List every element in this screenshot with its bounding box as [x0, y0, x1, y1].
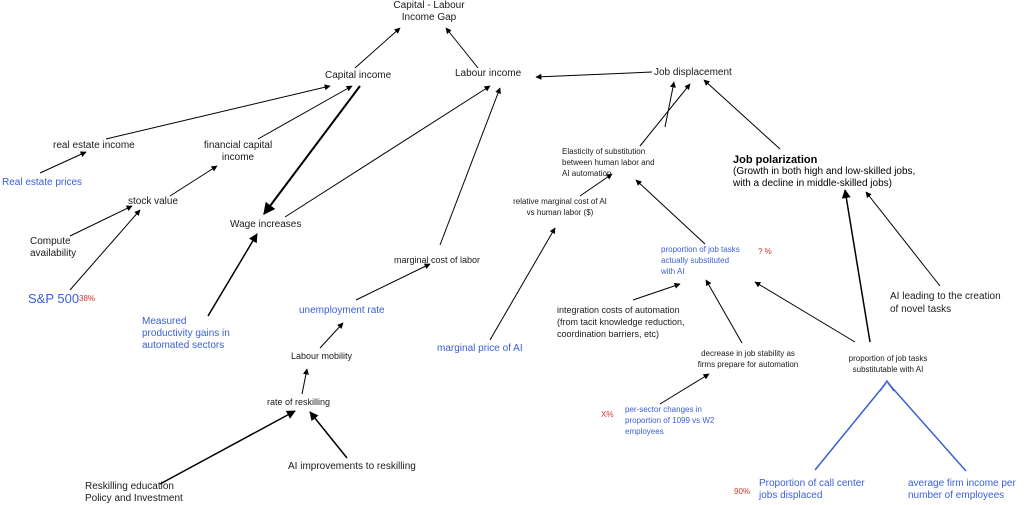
node-marginal-price-ai: marginal price of AI: [437, 343, 523, 354]
node-rate-reskilling: rate of reskilling: [267, 397, 331, 407]
edge-sp500-to-stock: [69, 209, 141, 291]
node-proportion-actually-substituted: proportion of job tasks actually substit…: [661, 245, 740, 276]
node-job-displacement: Job displacement: [654, 67, 732, 78]
node-proportion-substitutable: proportion of job tasks substitutable wi…: [848, 354, 928, 374]
node-ai-novel-tasks: AI leading to the creation of novel task…: [890, 291, 1001, 315]
node-avg-firm-income: average firm income per number of employ…: [908, 478, 1016, 501]
node-per-sector-changes: per-sector changes in proportion of 1099…: [625, 405, 715, 436]
edge-labour-to-gap: [445, 27, 479, 69]
pct-per-sector: X%: [601, 410, 614, 419]
edge-aiimprove-to-reskilling: [309, 411, 348, 459]
node-labour-income: Labour income: [455, 68, 522, 79]
edge-mobility-to-unemployment: [319, 322, 344, 349]
edge-wage-to-labour: [284, 85, 491, 218]
node-marginal-cost-labor: marginal cost of labor: [394, 255, 481, 265]
node-sp500: S&P 500: [28, 291, 80, 306]
node-real-estate-income: real estate income: [53, 140, 135, 151]
pct-sp500: 38%: [79, 294, 96, 303]
node-stock-value: stock value: [128, 196, 179, 207]
edge-realestateprices-to-realestateincome: [39, 151, 87, 174]
node-measured-productivity: Measured productivity gains in automated…: [142, 316, 230, 351]
edge-compute-to-stock: [69, 205, 133, 237]
node-job-polarization: Job polarization (Growth in both high an…: [733, 154, 915, 190]
edge-financial-to-capital: [257, 85, 353, 140]
arrowhead-substitutable: [879, 379, 895, 392]
node-integration-costs: integration costs of automation (from ta…: [557, 305, 685, 339]
node-capital-labour-gap: Capital - Labour Income Gap: [393, 0, 465, 23]
node-wage-increases: Wage increases: [230, 219, 302, 230]
edge-substituted-to-elasticity: [635, 179, 706, 245]
edge-avgincome-to-substitutable: [887, 382, 967, 472]
edge-stock-to-financial: [169, 165, 218, 197]
job-polarization-title: Job polarization: [733, 154, 818, 166]
edge-realestateincome-to-capital: [105, 84, 331, 140]
edge-substitutable-to-substituted: [754, 281, 856, 343]
edge-callcenter-to-substitutable: [814, 382, 887, 471]
edge-capital-to-gap: [354, 27, 401, 69]
node-relative-marginal-cost: relative marginal cost of AI vs human la…: [513, 197, 607, 217]
node-reskilling-policy: Reskilling education Policy and Investme…: [85, 481, 183, 504]
edge-integration-to-substituted: [632, 282, 681, 301]
edge-substituted-to-jobdisp: [664, 81, 676, 128]
node-ai-improvements-reskilling: AI improvements to reskilling: [288, 461, 416, 472]
edge-decrease-to-substituted: [705, 279, 743, 344]
edge-marginalprice-to-relativecost: [489, 227, 556, 341]
node-compute-availability: Compute availability: [30, 236, 77, 259]
pct-call-center: 90%: [734, 487, 751, 496]
edge-polarization-to-jobdisp: [703, 79, 781, 150]
node-real-estate-prices: Real estate prices: [2, 177, 83, 188]
edge-marginalcostlabor-to-labour: [439, 87, 501, 246]
node-decrease-job-stability: decrease in job stability as firms prepa…: [697, 349, 799, 369]
edge-substitutable-to-polarization: [841, 189, 871, 343]
edge-productivity-to-wage: [207, 233, 258, 317]
node-unemployment-rate: unemployment rate: [299, 305, 385, 316]
node-call-center: Proportion of call center jobs displaced: [759, 478, 865, 501]
edge-unemployment-to-marginalcost: [355, 263, 431, 301]
job-polarization-desc: (Growth in both high and low-skilled job…: [733, 166, 916, 189]
edge-relativecost-to-elasticity: [579, 173, 613, 197]
edge-persector-to-decrease: [659, 373, 710, 405]
node-financial-capital-income: financial capital income: [203, 140, 273, 163]
edge-novel-to-polarization: [865, 191, 941, 287]
edge-jobdisp-to-labour: [535, 71, 653, 80]
node-elasticity: Elasticity of substitution between human…: [562, 147, 655, 178]
node-labour-mobility: Labour mobility: [291, 351, 353, 361]
edge-elasticity-to-jobdisp: [639, 83, 691, 147]
edge-capital-to-wage: [263, 85, 361, 215]
edge-reskilling-to-mobility: [301, 368, 309, 395]
pct-substituted: ? %: [758, 247, 772, 256]
edge-policy-to-reskilling: [159, 410, 296, 485]
node-capital-income: Capital income: [325, 70, 392, 81]
